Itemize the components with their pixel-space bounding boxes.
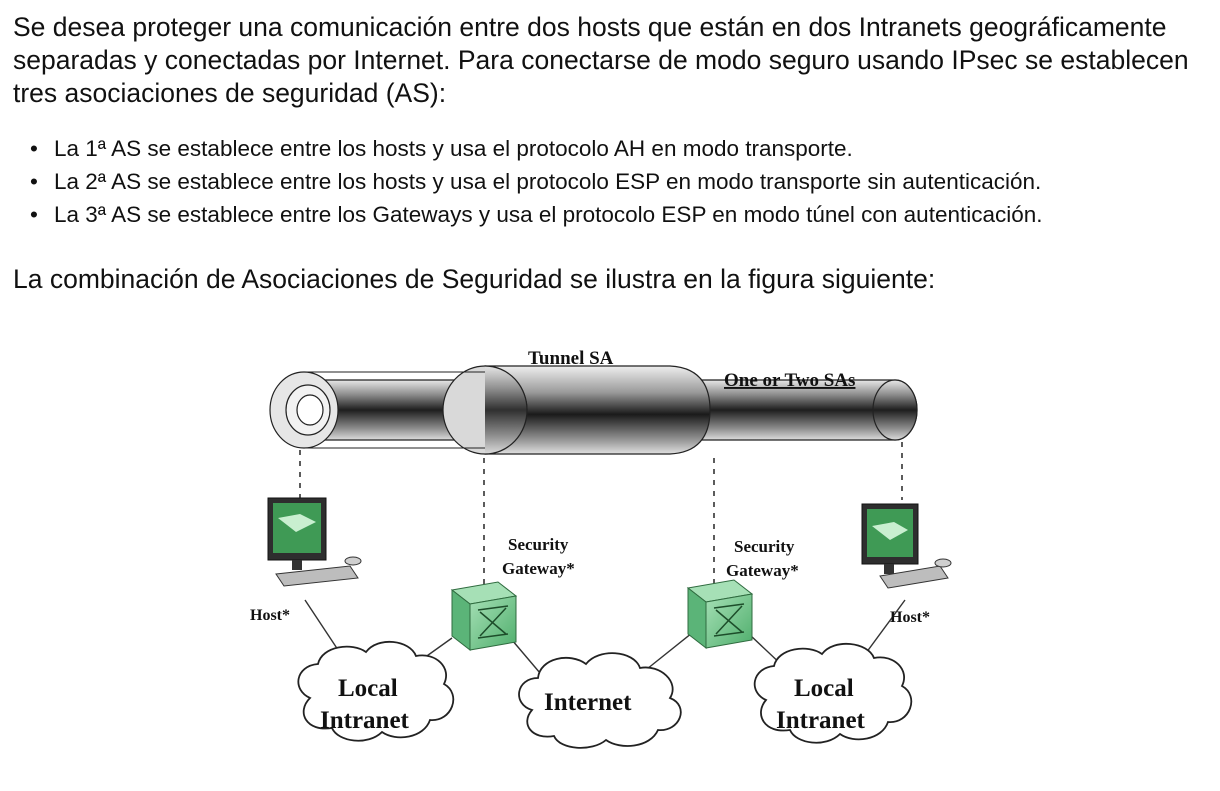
cloud-right-label-2: Intranet — [776, 707, 866, 734]
inner-pipe-end-right — [872, 379, 918, 441]
security-gateway-left-icon — [450, 581, 518, 652]
bullet-text-1: La 1ª AS se establece entre los hosts y … — [54, 136, 853, 161]
host-computer-left-icon — [267, 497, 362, 587]
local-intranet-left-cloud-icon — [297, 640, 455, 742]
security-gateway-right-icon — [686, 579, 754, 650]
intro-paragraph: Se desea proteger una comunicación entre… — [13, 12, 1189, 108]
cloud-internet-label: Internet — [544, 689, 632, 716]
ipsec-sa-diagram: Tunnel SA One or Two SAs Host* Host* — [250, 348, 952, 749]
figure-caption: La combinación de Asociaciones de Seguri… — [13, 264, 936, 294]
sa-endpoint-lines — [299, 442, 903, 588]
gateway-left-label-2: Gateway* — [502, 559, 575, 578]
gateway-left-label-1: Security — [508, 535, 569, 554]
gateway-right-label-2: Gateway* — [726, 561, 799, 580]
sa-tunnel-pipes — [269, 365, 918, 455]
local-intranet-right-cloud-icon — [753, 642, 913, 744]
bullet-text-2: La 2ª AS se establece entre los hosts y … — [54, 169, 1042, 194]
list-item: •La 1ª AS se establece entre los hosts y… — [30, 136, 853, 161]
cloud-left-label-1: Local — [338, 675, 398, 702]
list-item: •La 2ª AS se establece entre los hosts y… — [30, 169, 1042, 194]
outer-tunnel-pipe — [484, 365, 711, 455]
as-list: •La 1ª AS se establece entre los hosts y… — [30, 132, 1043, 231]
host-right-label: Host* — [890, 609, 930, 626]
bullet-text-3: La 3ª AS se establece entre los Gateways… — [54, 202, 1043, 227]
internet-cloud-icon — [518, 652, 682, 749]
cloud-left-label-2: Intranet — [320, 707, 410, 734]
tunnel-sa-label: Tunnel SA — [528, 348, 614, 369]
list-item: •La 3ª AS se establece entre los Gateway… — [30, 202, 1043, 227]
host-computer-right-icon — [861, 503, 952, 589]
host-left-label: Host* — [250, 607, 290, 624]
cloud-right-label-1: Local — [794, 675, 854, 702]
gateway-right-label-1: Security — [734, 537, 795, 556]
one-or-two-sas-label: One or Two SAs — [724, 370, 855, 391]
